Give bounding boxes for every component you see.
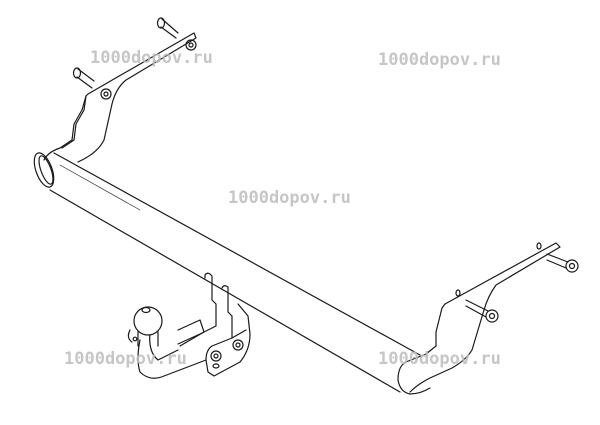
mount-bolt-2-hole [235,342,241,348]
right-mounting-bracket [397,242,579,395]
tube-bottom-edge [49,189,401,393]
left-stud-head-front [72,67,82,79]
tube-highlight [59,164,141,211]
tube-top-edge [53,152,421,356]
neck-bend-inner [149,331,179,361]
left-nut-rear [185,39,197,51]
neck-bend-outer [137,339,207,379]
right-bracket-plate-outer [409,242,561,393]
right-stud-shaft-front [465,299,489,312]
ball-mount-bracket [177,272,251,377]
tube-end-left [33,152,55,188]
tow-ball-neck [127,319,207,379]
mount-bolt-2 [232,339,244,351]
left-mounting-bracket [43,17,197,163]
left-stud-shaft-front-b [76,76,93,89]
tow-ball-neck-lines [137,331,159,347]
left-stud-head-rear [156,17,166,29]
right-nut-rear-hole [568,262,576,270]
mount-hole-3 [212,363,220,369]
right-nut-front [485,309,499,323]
left-stud-shaft-rear [161,18,179,34]
mount-bolt-1-hole [213,353,219,359]
cross-beam-tube [33,152,421,393]
neck-side [127,329,133,343]
tow-ball [133,306,163,347]
right-nut-rear [565,259,579,273]
left-nut-front [100,88,112,100]
neck-arm-top [177,319,205,347]
left-bracket-plate-inner [61,93,89,149]
right-bracket-plate-edge [397,303,446,395]
mount-bolt-1 [210,350,222,362]
neck-pin [132,336,138,342]
left-nut-front-hole [103,91,109,97]
mount-plate-left [177,272,217,345]
tow-ball-top-cap [141,306,151,314]
right-stud-tip-front [455,289,461,297]
right-stud-shaft-rear-b [546,259,567,269]
mount-plate-right [205,285,251,377]
right-stud-tip-rear [536,242,542,250]
tube-end-left-inner [38,155,54,185]
left-bracket-plate-outer [77,32,197,163]
mount-plate-joint [231,329,247,339]
right-stud-shaft-front-b [465,305,487,318]
tow-ball-sphere [133,306,163,336]
right-nut-front-hole [488,312,496,320]
left-bracket-plate-edge [43,95,87,161]
left-nut-rear-hole [188,42,194,48]
left-stud-shaft-rear-b [160,26,177,39]
right-stud-shaft-rear [546,253,569,263]
left-stud-shaft-front [77,68,95,82]
